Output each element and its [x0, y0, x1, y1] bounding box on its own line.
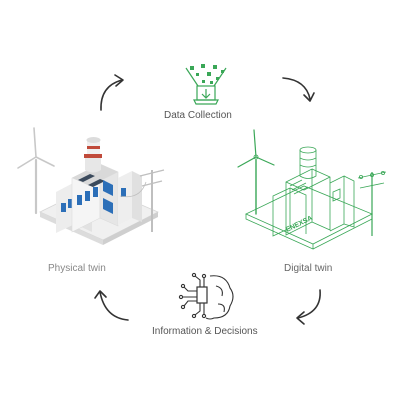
digital-twin-illustration	[237, 129, 387, 250]
power-pole	[119, 169, 165, 232]
chimney	[84, 137, 102, 173]
wind-turbine	[17, 127, 55, 215]
wind-turbine	[237, 129, 275, 215]
cycle-arrow-icon	[282, 77, 315, 102]
cycle-arrow-icon	[296, 289, 321, 325]
data-collection-label: Data Collection	[164, 110, 232, 121]
digital-brand-label: ENEXSA	[285, 215, 314, 234]
cycle-arrow-icon	[100, 74, 124, 111]
data-collection-icon	[185, 64, 227, 105]
information-decisions-label: Information & Decisions	[152, 326, 258, 337]
power-pole	[357, 170, 387, 236]
physical-twin-illustration	[17, 127, 165, 245]
brain-chip-icon	[178, 272, 234, 320]
digital-twin-label: Digital twin	[284, 263, 333, 274]
cycle-arrow-icon	[94, 290, 129, 321]
physical-twin-label: Physical twin	[48, 263, 106, 274]
